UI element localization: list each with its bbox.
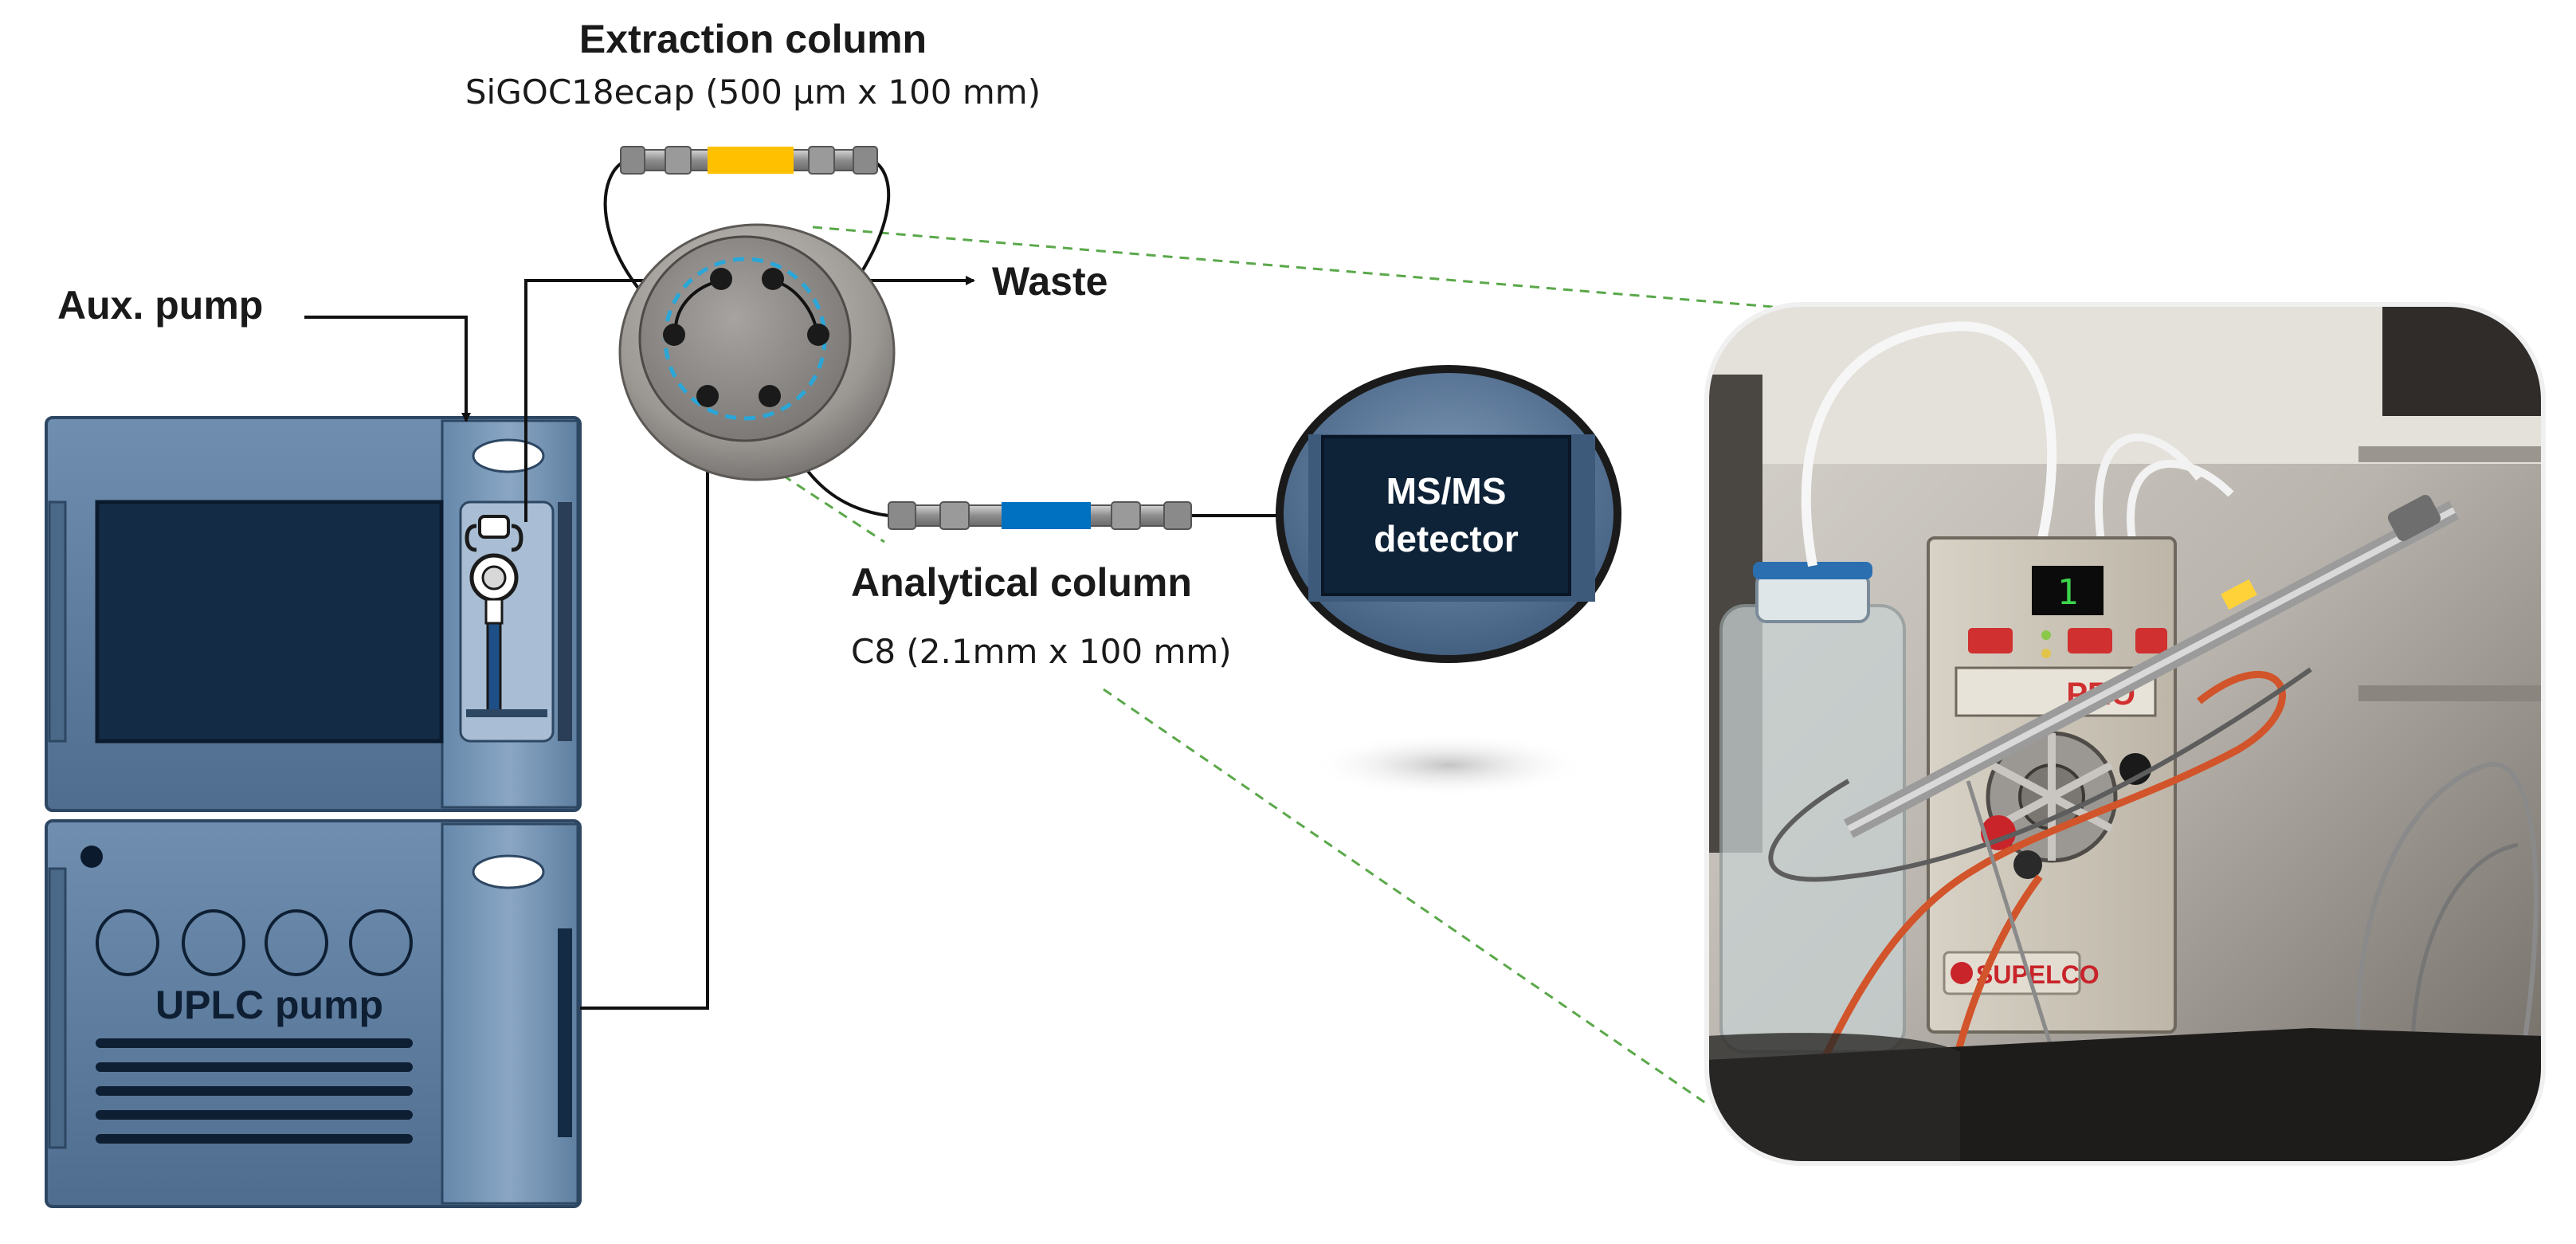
upper-module-indicator xyxy=(472,438,545,473)
extraction-column-spec: SiGOC18ecap (500 µm x 100 mm) xyxy=(465,73,1041,112)
switching-valve xyxy=(618,223,896,481)
aux-pump-label: Aux. pump xyxy=(57,283,263,328)
photo-display-digit: 1 xyxy=(2057,572,2079,613)
zoom-guide-lines xyxy=(768,226,1841,1105)
uplc-instrument: UPLC pump xyxy=(45,416,582,1208)
analytical-column-band xyxy=(1002,502,1091,529)
detector-label-line2: detector xyxy=(1374,518,1519,559)
extraction-column-title: Extraction column xyxy=(579,17,927,61)
photo-brand-label: SUPELCO xyxy=(1976,960,2100,989)
setup-photo: 1 PRO SUPELCO xyxy=(1704,302,2546,1166)
analytical-column-spec: C8 (2.1mm x 100 mm) xyxy=(851,632,1232,671)
syringe-icon xyxy=(486,622,502,712)
solvent-bottle xyxy=(1719,604,1906,1054)
valve-ports xyxy=(663,268,829,407)
detector-label-line1: MS/MS xyxy=(1386,470,1507,512)
upper-module-screen xyxy=(95,500,444,744)
power-button xyxy=(80,846,103,868)
injector-window xyxy=(459,500,555,743)
solvent-ports xyxy=(96,909,413,976)
detector-screen xyxy=(1321,435,1571,596)
extraction-column xyxy=(620,146,878,175)
waste-label: Waste xyxy=(992,259,1108,304)
vent-slots xyxy=(96,1038,413,1144)
lower-module-indicator xyxy=(472,854,545,889)
extraction-column-band xyxy=(708,147,794,174)
uplc-pump-label: UPLC pump xyxy=(155,983,383,1027)
msms-detector: MS/MS detector xyxy=(1276,365,1621,797)
analytical-column xyxy=(888,501,1192,530)
analytical-column-title: Analytical column xyxy=(851,560,1192,605)
